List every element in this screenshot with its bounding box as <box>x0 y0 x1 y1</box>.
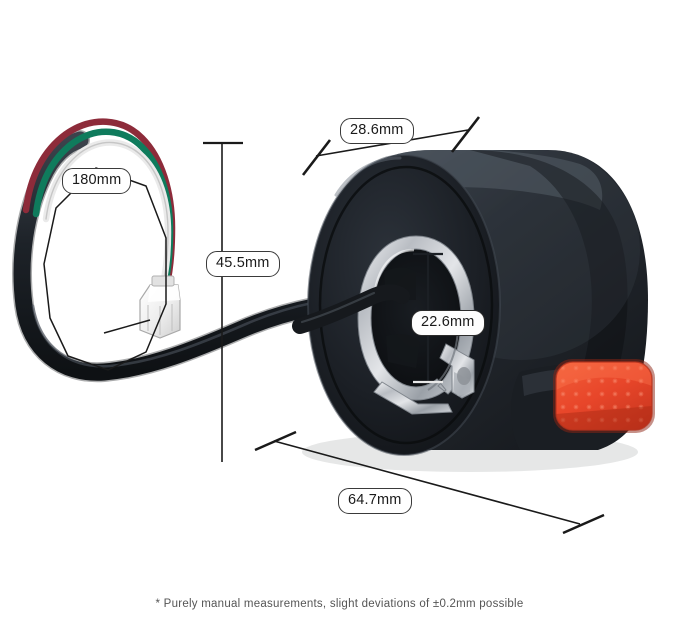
handlebar-clamp <box>357 235 475 415</box>
throttle-body <box>292 150 655 472</box>
measurement-footnote: * Purely manual measurements, slight dev… <box>155 598 524 610</box>
dimension-label-64-7mm: 64.7mm <box>338 488 412 514</box>
dimension-180mm <box>43 167 167 371</box>
throttle-paddle[interactable] <box>553 359 655 433</box>
dimension-label-45-5mm: 45.5mm <box>206 251 280 277</box>
wire-bundle <box>22 118 176 302</box>
dimension-label-180mm: 180mm <box>62 168 132 194</box>
dimension-label-22-6mm: 22.6mm <box>411 310 485 336</box>
wire-connector <box>139 275 181 339</box>
dimension-label-28-6mm: 28.6mm <box>340 118 414 144</box>
dimension-45-5mm <box>203 141 243 462</box>
dimension-64-7mm <box>254 430 605 535</box>
